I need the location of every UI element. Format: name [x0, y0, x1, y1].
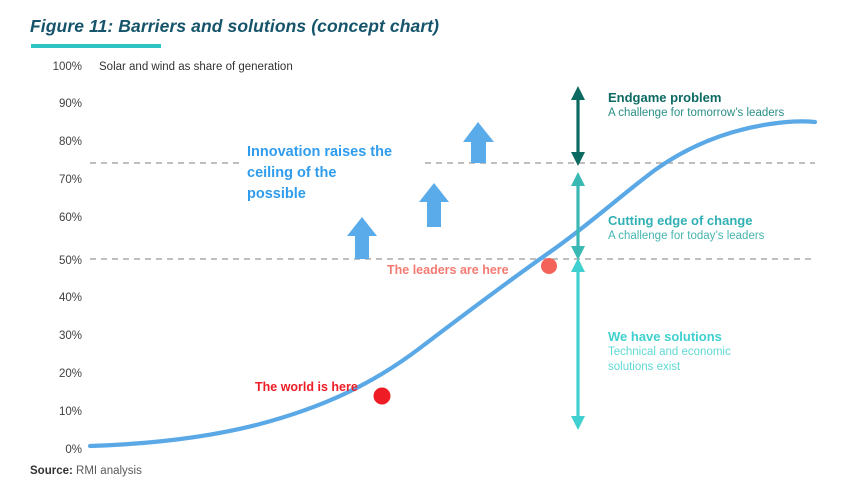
annotation-solutions: We have solutions Technical and economic… — [608, 328, 731, 375]
title-underline-rule — [31, 44, 161, 48]
innovation-arrow-1 — [347, 217, 377, 259]
source-line: Source: RMI analysis — [30, 465, 142, 477]
y-tick-90: 90% — [58, 98, 82, 110]
label-leaders-point: The leaders are here — [387, 263, 509, 277]
y-tick-50: 50% — [58, 255, 82, 267]
annotation-cutting-edge: Cutting edge of change A challenge for t… — [608, 212, 764, 244]
y-tick-0: 0% — [65, 444, 82, 456]
annotation-solutions-subtitle-line2: solutions exist — [608, 361, 681, 373]
y-tick-70: 70% — [58, 174, 82, 186]
label-world-point: The world is here — [255, 380, 358, 394]
page-title: Figure 11: Barriers and solutions (conce… — [30, 16, 440, 36]
annotation-solutions-title: We have solutions — [608, 329, 722, 344]
annotation-cutting-edge-subtitle: A challenge for today’s leaders — [608, 230, 765, 242]
annotation-solutions-subtitle-line1: Technical and economic — [608, 346, 731, 358]
y-axis-note: Solar and wind as share of generation — [99, 61, 293, 73]
y-tick-30: 30% — [58, 330, 82, 342]
y-tick-10: 10% — [58, 406, 82, 418]
y-tick-60: 60% — [58, 212, 82, 224]
source-text: RMI analysis — [76, 465, 142, 477]
annotation-endgame-title: Endgame problem — [608, 90, 722, 105]
annotation-innovation-line3: possible — [247, 186, 306, 202]
annotation-cutting-edge-title: Cutting edge of change — [608, 213, 753, 228]
source-label: Source: — [30, 465, 73, 477]
annotation-endgame-subtitle: A challenge for tomorrow’s leaders — [608, 107, 785, 119]
annotation-innovation-line1: Innovation raises the — [247, 144, 393, 160]
innovation-arrow-2 — [419, 183, 449, 227]
annotation-innovation-line2: ceiling of the — [247, 165, 337, 181]
range-arrow-solutions — [571, 258, 585, 430]
range-arrow-cutting-edge — [571, 172, 585, 260]
annotation-endgame: Endgame problem A challenge for tomorrow… — [608, 89, 784, 121]
innovation-arrow-3 — [463, 122, 494, 163]
s-curve-series — [87, 119, 818, 449]
y-tick-40: 40% — [58, 292, 82, 304]
annotation-innovation: Innovation raises the ceiling of the pos… — [247, 142, 427, 205]
y-tick-80: 80% — [58, 136, 82, 148]
y-tick-100: 100% — [52, 61, 82, 73]
y-tick-20: 20% — [58, 368, 82, 380]
data-point-world — [373, 387, 391, 405]
data-point-leaders — [541, 258, 557, 274]
range-arrow-endgame — [571, 86, 585, 166]
